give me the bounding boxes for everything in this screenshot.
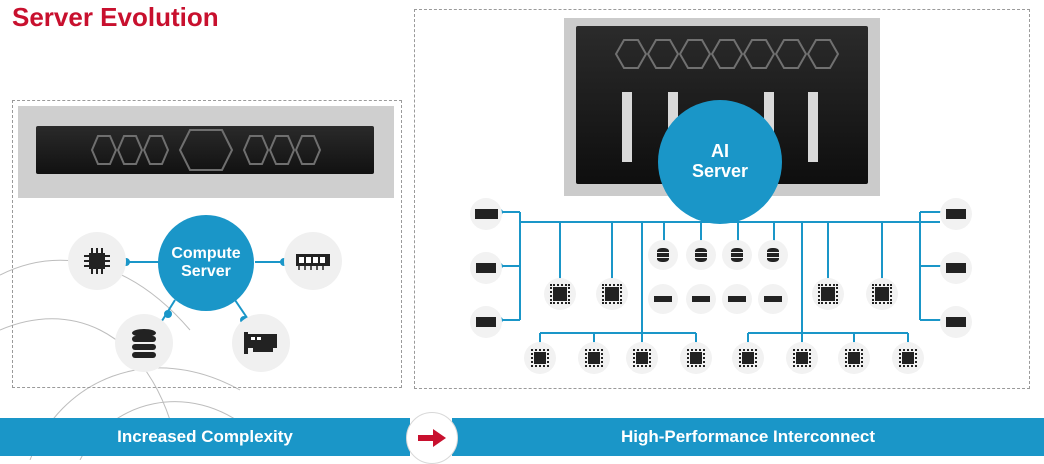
interconnect-label: High-Performance Interconnect — [620, 427, 876, 446]
database-icon — [657, 248, 669, 262]
ai-server-panel — [414, 9, 1030, 389]
ai-gpu-node — [786, 342, 818, 374]
ai-cpu-node — [812, 278, 844, 310]
ai-gpu-node — [732, 342, 764, 374]
increased-complexity-bar: Increased Complexity — [0, 418, 410, 456]
gpu-icon — [687, 349, 705, 367]
network-card-icon — [474, 209, 498, 219]
cpu-icon — [818, 284, 838, 304]
right-arrow-icon — [418, 429, 446, 447]
compute-memory-node — [284, 232, 342, 290]
ai-gpu-node — [838, 342, 870, 374]
gpu-icon — [633, 349, 651, 367]
page-title: Server Evolution — [12, 2, 219, 32]
compute-nic-node — [232, 314, 290, 372]
ai-nic-node — [940, 306, 972, 338]
network-card-icon — [946, 263, 966, 273]
database-icon — [132, 329, 156, 358]
compute-hub-label-line1: Compute — [171, 245, 241, 263]
compute-server-panel — [12, 100, 402, 388]
ai-cpu-node — [866, 278, 898, 310]
ai-hub-label-line1: AI — [711, 141, 729, 162]
memory-icon — [764, 296, 782, 302]
ai-cpu-node — [544, 278, 576, 310]
ai-memory-node — [722, 284, 752, 314]
memory-icon — [728, 296, 746, 302]
ai-cpu-node — [596, 278, 628, 310]
ai-nic-node — [940, 198, 972, 230]
gpu-icon — [585, 349, 603, 367]
network-card-icon — [476, 317, 496, 327]
memory-icon — [296, 254, 330, 270]
ai-nic-node — [940, 252, 972, 284]
compute-server-photo — [18, 106, 394, 198]
cpu-icon — [872, 284, 892, 304]
ai-storage-node — [758, 240, 788, 270]
arrow-badge — [406, 412, 458, 464]
interconnect-bar: High-Performance Interconnect — [452, 418, 1044, 456]
ai-nic-node — [470, 198, 502, 230]
gpu-icon — [899, 349, 917, 367]
database-icon — [767, 248, 779, 262]
compute-cpu-node — [68, 232, 126, 290]
compute-storage-node — [115, 314, 173, 372]
gpu-icon — [739, 349, 757, 367]
database-icon — [695, 248, 707, 262]
increased-complexity-label: Increased Complexity — [117, 427, 293, 446]
rack-bezel-pattern — [90, 129, 322, 171]
ai-memory-node — [686, 284, 716, 314]
network-card-icon — [946, 209, 966, 219]
network-card-icon — [946, 317, 966, 327]
gpu-icon — [793, 349, 811, 367]
ai-gpu-node — [578, 342, 610, 374]
compute-hub-label-line2: Server — [181, 263, 231, 280]
cpu-icon — [602, 284, 622, 304]
cpu-icon — [84, 248, 110, 274]
ai-gpu-node — [892, 342, 924, 374]
network-card-icon — [476, 263, 496, 273]
ai-gpu-node — [626, 342, 658, 374]
database-icon — [731, 248, 743, 262]
ai-memory-node — [758, 284, 788, 314]
gpu-icon — [845, 349, 863, 367]
ai-storage-node — [722, 240, 752, 270]
memory-icon — [654, 296, 672, 302]
ai-nic-node — [470, 252, 502, 284]
ai-hub-label-line2: Server — [691, 161, 749, 181]
cpu-icon — [550, 284, 570, 304]
memory-icon — [692, 296, 710, 302]
ai-storage-node — [686, 240, 716, 270]
ai-storage-node — [648, 240, 678, 270]
ai-gpu-node — [524, 342, 556, 374]
gpu-icon — [531, 349, 549, 367]
ai-gpu-node — [680, 342, 712, 374]
ai-nic-node — [470, 306, 502, 338]
ai-memory-node — [648, 284, 678, 314]
network-card-icon — [244, 332, 277, 354]
